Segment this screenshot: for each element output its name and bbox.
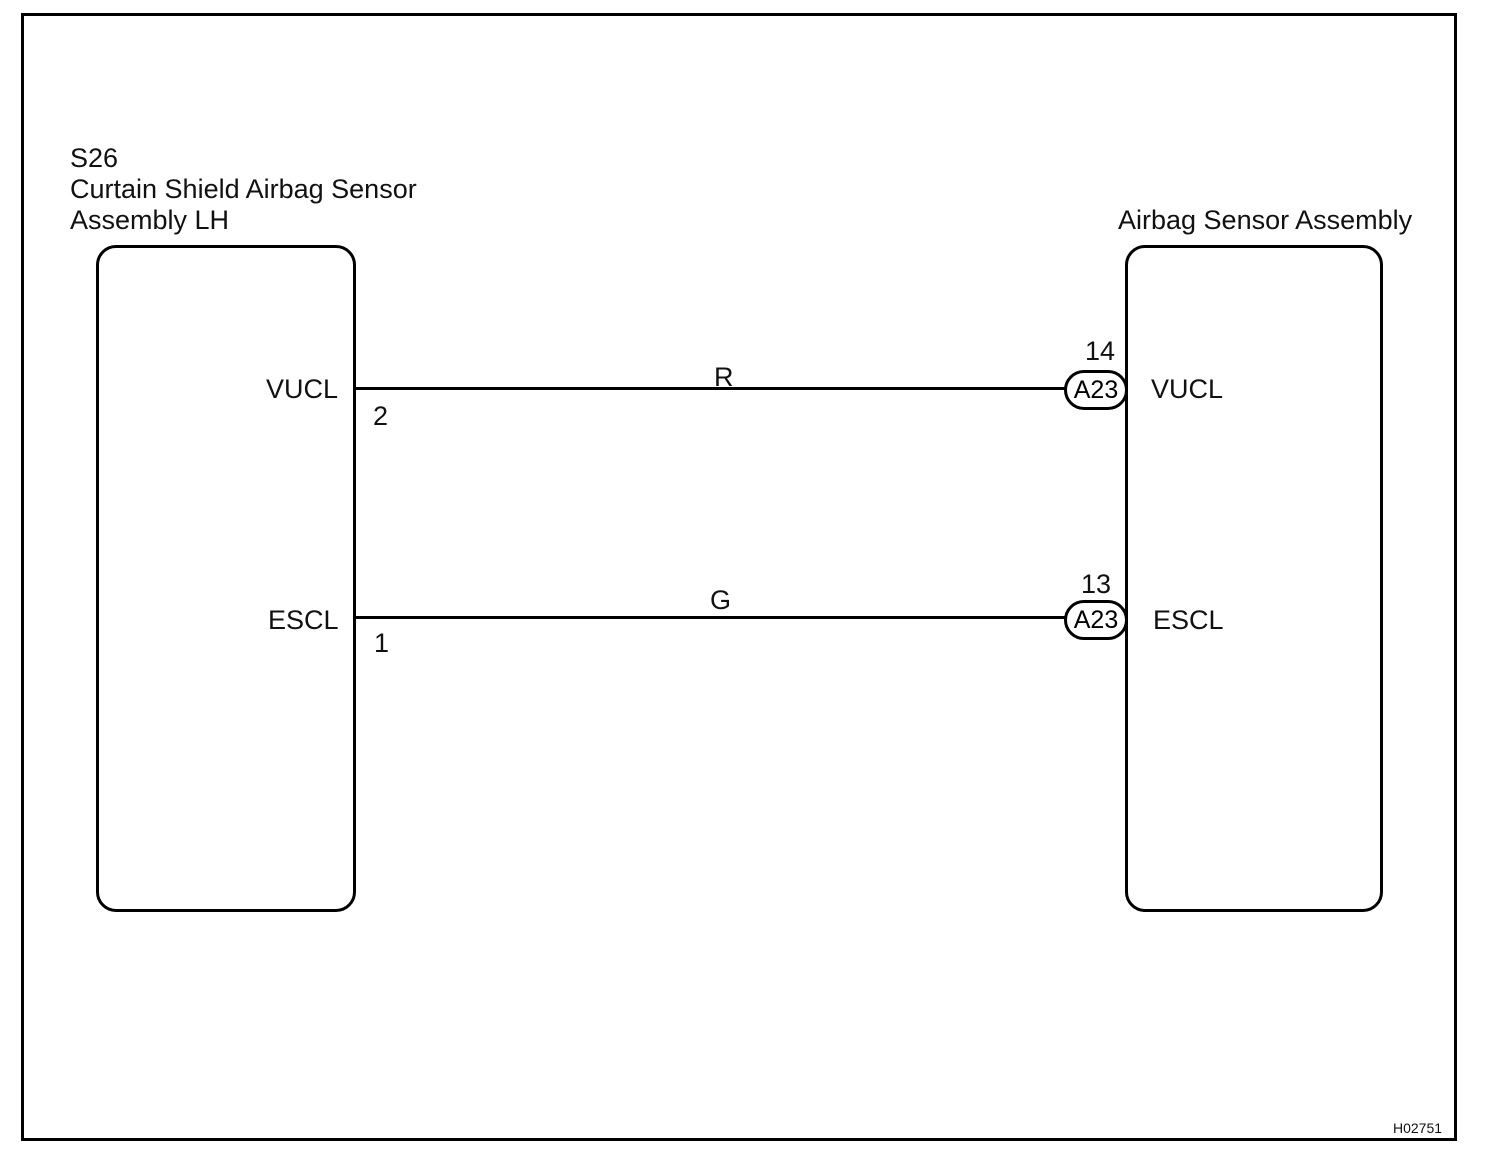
wire-escl	[356, 616, 1070, 619]
wire-vucl	[356, 387, 1070, 390]
right-pin-vucl-number: 14	[1085, 336, 1116, 366]
right-pin-vucl-label: VUCL	[1151, 374, 1224, 404]
left-pin-vucl-number: 2	[373, 401, 389, 431]
left-pin-vucl-label: VUCL	[266, 374, 339, 404]
right-component-box	[1125, 245, 1383, 912]
left-pin-escl-number: 1	[374, 628, 390, 658]
right-component-name: Airbag Sensor Assembly	[1118, 205, 1413, 235]
wire-vucl-color: R	[714, 362, 734, 392]
connector-a23-escl: A23	[1064, 600, 1128, 640]
wire-escl-color: G	[710, 585, 732, 615]
left-component-name-line2: Assembly LH	[70, 205, 230, 235]
right-pin-escl-label: ESCL	[1153, 605, 1224, 635]
left-component-box	[96, 245, 356, 912]
left-component-code: S26	[70, 143, 119, 173]
connector-a23-vucl: A23	[1064, 370, 1128, 410]
right-pin-escl-number: 13	[1081, 569, 1112, 599]
left-component-name-line1: Curtain Shield Airbag Sensor	[70, 174, 417, 204]
figure-id: H02751	[1393, 1120, 1443, 1136]
diagram-frame	[21, 13, 1457, 1141]
left-pin-escl-label: ESCL	[268, 605, 339, 635]
